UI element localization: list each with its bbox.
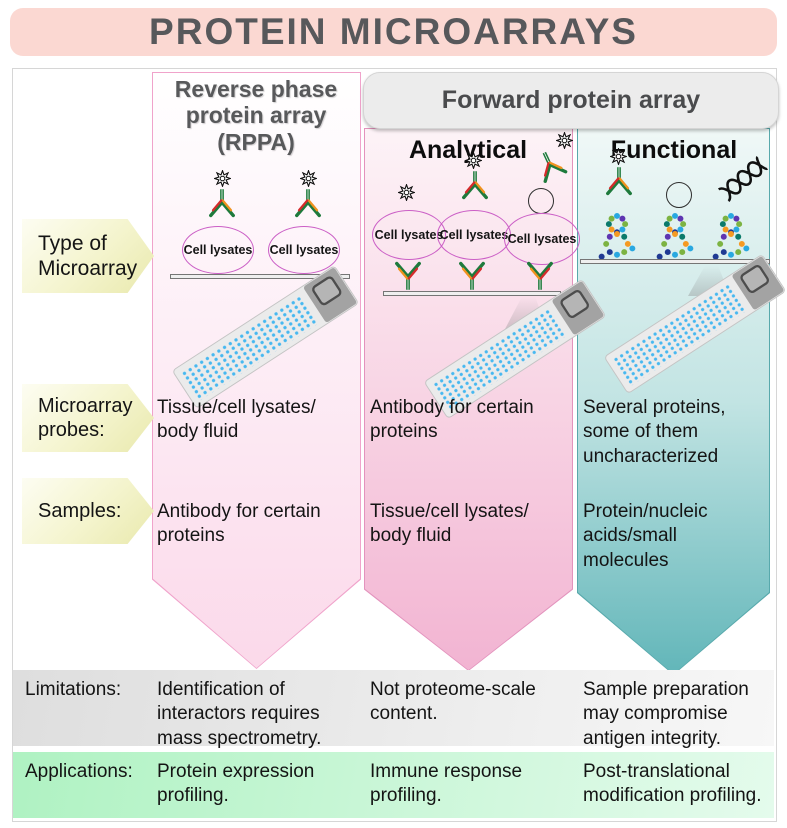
cell-lysates-spot: Cell lysates	[182, 226, 254, 274]
row-label-probes-text: Microarray probes:	[38, 395, 133, 441]
cell-lysates-label: Cell lysates	[374, 228, 444, 242]
functional-probes-text: Several proteins, some of them uncharact…	[583, 397, 726, 467]
analytical-applications-text: Immune response profiling.	[370, 761, 523, 807]
forward-array-header: Forward protein array	[441, 86, 701, 114]
small-molecule-icon	[666, 182, 692, 208]
analytical-samples-text: Tissue/cell lysates/ body fluid	[370, 501, 529, 547]
detection-star-icon	[300, 170, 317, 187]
forward-array-header-box: Forward protein array	[363, 72, 779, 129]
detection-star-icon	[465, 152, 482, 169]
antibody-icon	[604, 164, 634, 202]
capture-antibody-icon	[525, 255, 555, 293]
row-label-samples: Samples:	[22, 478, 154, 544]
rppa-samples-text: Antibody for certain proteins	[157, 501, 321, 547]
title-banner: PROTEIN MICROARRAYS	[10, 8, 777, 56]
page-title: PROTEIN MICROARRAYS	[149, 11, 638, 52]
cell-lysates-spot: Cell lysates	[268, 226, 340, 274]
antibody-icon	[207, 186, 237, 224]
cell-lysates-spot: Cell lysates	[504, 213, 580, 265]
rppa-probes-text: Tissue/cell lysates/ body fluid	[157, 397, 316, 443]
limitations-band	[13, 670, 774, 746]
row-label-type-text: Type of Microarray	[38, 231, 138, 280]
functional-samples-text: Protein/nucleic acids/small molecules	[583, 501, 708, 571]
cell-lysates-label: Cell lysates	[183, 243, 253, 257]
antibody-icon	[460, 168, 490, 206]
functional-limitations-text: Sample preparation may compromise antige…	[583, 679, 749, 749]
protein-molecule-icon	[594, 206, 640, 262]
row-label-samples-text: Samples:	[38, 500, 122, 522]
applications-label: Applications:	[25, 761, 133, 782]
rppa-column-header: Reverse phase protein array (RPPA)	[174, 76, 338, 155]
detection-star-icon	[556, 132, 573, 149]
antibody-icon	[293, 186, 323, 224]
small-molecule-icon	[528, 188, 554, 214]
functional-applications-text: Post-translational modification profilin…	[583, 761, 762, 807]
array-surface-line	[170, 274, 350, 279]
protein-molecule-icon	[652, 206, 698, 262]
cell-lysates-label: Cell lysates	[439, 228, 509, 242]
cell-lysates-spot: Cell lysates	[437, 210, 511, 260]
detection-star-icon	[398, 184, 415, 201]
applications-band	[13, 752, 774, 818]
functional-header: Functional	[610, 136, 738, 164]
array-surface-line	[580, 259, 770, 264]
array-surface-line	[383, 291, 561, 296]
cell-lysates-label: Cell lysates	[507, 232, 577, 246]
row-label-microarray-probes: Microarray probes:	[22, 384, 154, 452]
analytical-limitations-text: Not proteome-scale content.	[370, 679, 536, 725]
capture-antibody-icon	[457, 255, 487, 293]
detection-star-icon	[214, 170, 231, 187]
detection-star-icon	[610, 148, 627, 165]
rppa-applications-text: Protein expression profiling.	[157, 761, 315, 807]
cell-lysates-spot: Cell lysates	[372, 210, 446, 260]
rppa-column	[152, 72, 361, 669]
rppa-limitations-text: Identification of interactors requires m…	[157, 679, 322, 749]
analytical-probes-text: Antibody for certain proteins	[370, 397, 534, 443]
capture-antibody-icon	[393, 255, 423, 293]
protein-molecule-icon	[708, 206, 754, 262]
cell-lysates-label: Cell lysates	[269, 243, 339, 257]
row-label-type-of-microarray: Type of Microarray	[22, 219, 154, 293]
limitations-label: Limitations:	[25, 679, 122, 700]
